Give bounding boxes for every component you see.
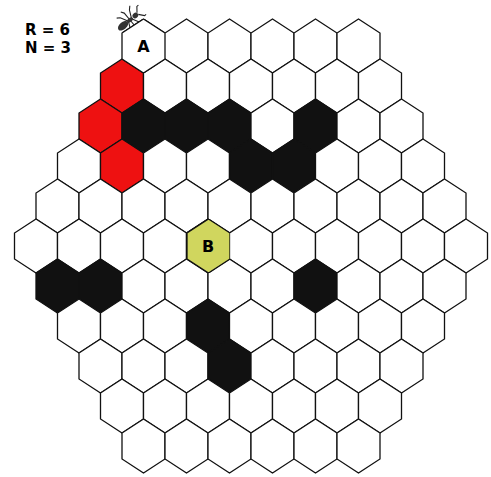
hex-cell	[251, 419, 294, 473]
hex-node: A	[122, 19, 165, 73]
ant-antenna	[134, 5, 142, 13]
hex-shape	[187, 219, 230, 273]
ant-head	[131, 12, 139, 20]
hex-cell	[294, 419, 337, 473]
parameter-label: R = 6	[25, 21, 70, 39]
hex-cell	[337, 419, 380, 473]
cell-label: B	[202, 237, 214, 256]
hex-node: B	[187, 219, 230, 273]
cell-label: A	[137, 37, 149, 56]
hex-shape	[122, 19, 165, 73]
hex-cell	[208, 419, 251, 473]
hex-cell	[165, 419, 208, 473]
hex-cells	[15, 19, 488, 473]
parameter-label: N = 3	[25, 39, 71, 57]
ant-thorax	[126, 16, 134, 24]
ant-antenna	[138, 10, 146, 18]
hex-cell	[122, 419, 165, 473]
